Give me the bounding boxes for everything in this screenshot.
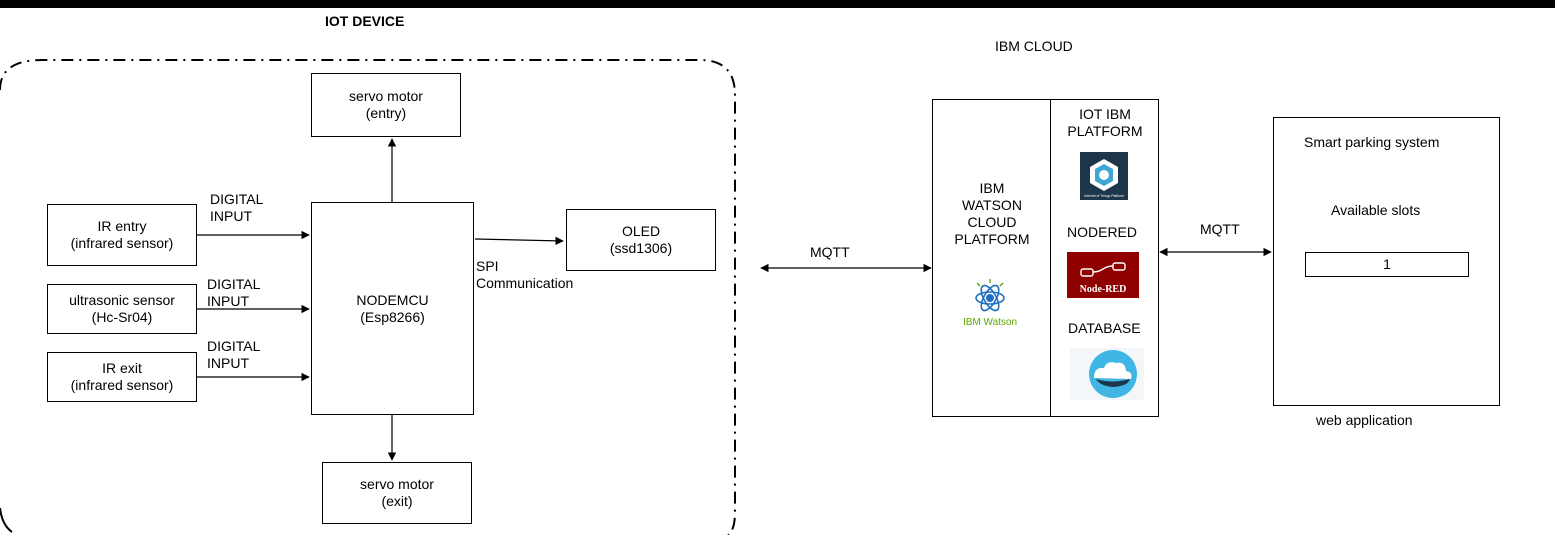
node-label-line: (entry) xyxy=(365,105,407,121)
node-label-line: servo motor xyxy=(349,88,423,104)
available-slots-label: Available slots xyxy=(1331,202,1421,218)
iot-platform-icon: Internet of Things Platform xyxy=(1080,152,1128,200)
edge-label-line: DIGITAL xyxy=(207,338,261,354)
web-application-caption: web application xyxy=(1316,412,1413,428)
label-line: CLOUD xyxy=(967,214,1017,230)
iot-device-group-border xyxy=(0,59,736,535)
node-label-line: ultrasonic sensor xyxy=(69,292,175,308)
node-label-line: NODEMCU xyxy=(356,291,429,308)
label-line: IOT IBM xyxy=(1079,106,1131,122)
watson-platform-label: IBM WATSON CLOUD PLATFORM xyxy=(936,180,1048,248)
edge-label-line: Communication xyxy=(476,275,574,291)
spi-communication-label: SPI Communication xyxy=(476,258,573,292)
node-label-line: IR entry xyxy=(97,218,147,234)
ibm-cloud-title: IBM CLOUD xyxy=(995,38,1073,54)
watson-logo-text: IBM Watson xyxy=(963,317,1017,328)
node-label-line: OLED xyxy=(621,223,661,239)
node-label-line: (exit) xyxy=(381,493,413,509)
mqtt-label-left: MQTT xyxy=(810,244,850,260)
label-line: PLATFORM xyxy=(954,231,1030,247)
cloud-database-icon xyxy=(1070,348,1144,400)
edge-label-line: DIGITAL xyxy=(207,276,261,292)
node-label-line: (Hc-Sr04) xyxy=(91,309,153,325)
edge-label-line: INPUT xyxy=(207,293,249,309)
node-label-line: (ssd1306) xyxy=(609,240,673,256)
edge-nodemcu-to-oled xyxy=(474,236,564,246)
node-label-line: (infrared sensor) xyxy=(70,235,174,251)
mqtt-label-right: MQTT xyxy=(1200,221,1240,237)
node-red-icon: Node-RED xyxy=(1067,252,1139,298)
available-slots-field: 1 xyxy=(1305,252,1469,277)
edge-label-line: INPUT xyxy=(210,208,252,224)
node-label-line: (infrared sensor) xyxy=(70,377,174,393)
ibm-watson-icon: IBM Watson xyxy=(955,278,1025,330)
nodered-label: NODERED xyxy=(1067,224,1138,240)
servo-motor-exit-node: servo motor (exit) xyxy=(322,462,472,524)
edge-label-line: INPUT xyxy=(207,355,249,371)
ir-exit-node: IR exit (infrared sensor) xyxy=(47,352,197,402)
top-black-bar xyxy=(0,0,1555,8)
digital-input-label: DIGITAL INPUT xyxy=(207,276,260,310)
iot-ibm-platform-label: IOT IBM PLATFORM xyxy=(1055,106,1155,140)
edge-label-line: SPI xyxy=(476,258,499,274)
webapp-title: Smart parking system xyxy=(1304,134,1440,150)
node-label-line: servo motor xyxy=(360,476,434,492)
node-label-line: (Esp8266) xyxy=(360,308,425,325)
edge-label-line: DIGITAL xyxy=(210,191,264,207)
label-line: WATSON xyxy=(962,197,1022,213)
database-label: DATABASE xyxy=(1068,320,1141,336)
node-red-logo-text: Node-RED xyxy=(1080,284,1127,295)
digital-input-label: DIGITAL INPUT xyxy=(210,191,263,225)
label-line: IBM xyxy=(979,180,1005,196)
servo-motor-entry-node: servo motor (entry) xyxy=(311,73,461,137)
iot-logo-text: Internet of Things Platform xyxy=(1084,194,1124,198)
iot-device-title: IOT DEVICE xyxy=(325,13,405,29)
ir-entry-node: IR entry (infrared sensor) xyxy=(47,204,197,266)
node-label-line: IR exit xyxy=(102,360,142,376)
oled-node: OLED (ssd1306) xyxy=(566,209,716,271)
iot-device-group-border-bottom-left xyxy=(0,507,13,533)
cloud-divider xyxy=(1050,99,1051,417)
digital-input-label: DIGITAL INPUT xyxy=(207,338,260,372)
nodemcu-node: NODEMCU (Esp8266) xyxy=(311,202,474,415)
ultrasonic-sensor-node: ultrasonic sensor (Hc-Sr04) xyxy=(47,284,197,334)
label-line: PLATFORM xyxy=(1067,123,1143,139)
